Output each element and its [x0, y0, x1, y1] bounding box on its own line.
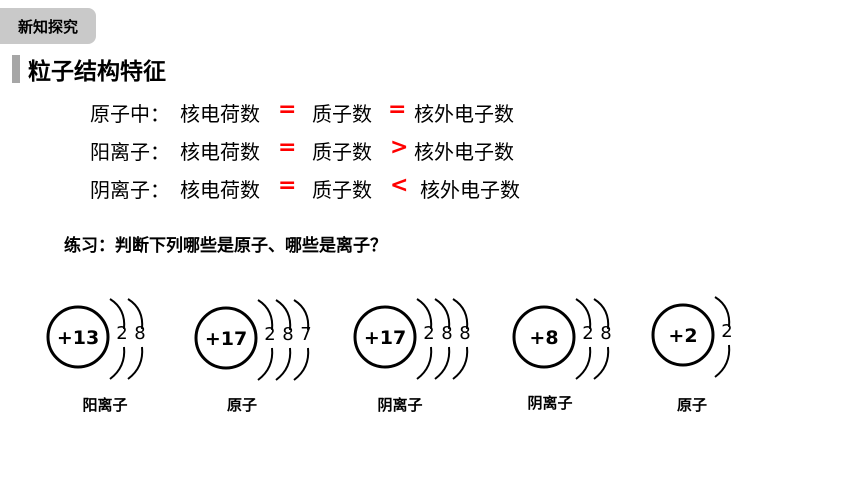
shell-arc: [293, 347, 310, 381]
rule-term-electrons: 核外电子数: [420, 178, 520, 202]
nucleus-charge: +17: [205, 328, 247, 350]
shell-arc: [257, 299, 274, 331]
nucleus-circle: [46, 305, 110, 369]
answer-label: 原子: [226, 396, 258, 414]
shell-arc: [714, 344, 731, 378]
answer-label: 阴离子: [377, 396, 423, 414]
nucleus-circle: [512, 305, 576, 369]
shell-arc: [127, 298, 144, 330]
shell-arc: [452, 298, 469, 330]
shell-arc: [434, 346, 451, 380]
nucleus-circle: [651, 303, 715, 367]
shell-arc: [416, 346, 433, 380]
shell-arc: [257, 347, 274, 381]
shell-arc: [109, 298, 126, 330]
shell-electron-count: 2: [264, 324, 275, 345]
shell-electron-count: 2: [721, 321, 732, 342]
shell-arc: [593, 298, 610, 330]
shell-arc: [593, 346, 610, 380]
nucleus-circle: [194, 306, 258, 370]
rule-operator: >: [390, 135, 409, 160]
rule-term-nuclear-charge: 核电荷数: [180, 102, 260, 126]
rule-term-nuclear-charge: 核电荷数: [180, 140, 260, 164]
rule-term-electrons: 核外电子数: [414, 102, 514, 126]
rule-label: 原子中：: [90, 102, 170, 126]
answer-label: 阴离子: [527, 394, 573, 412]
shell-arc: [714, 296, 731, 328]
shell-arc: [416, 298, 433, 330]
nucleus-charge: +13: [57, 327, 99, 349]
rule-operator: =: [278, 135, 297, 160]
shell-electron-count: 7: [300, 324, 311, 345]
shell-electron-count: 2: [423, 323, 434, 344]
page-title: 粒子结构特征: [28, 59, 166, 85]
rule-term-protons: 质子数: [312, 102, 372, 126]
shell-electron-count: 8: [441, 323, 452, 344]
shell-arc: [275, 299, 292, 331]
rule-term-protons: 质子数: [312, 140, 372, 164]
rule-term-electrons: 核外电子数: [414, 140, 514, 164]
shell-electron-count: 2: [582, 323, 593, 344]
shell-arc: [434, 298, 451, 330]
nucleus-charge: +17: [364, 327, 406, 349]
answer-label: 阳离子: [82, 396, 128, 414]
shell-electron-count: 8: [134, 323, 145, 344]
nucleus-circle: [353, 305, 417, 369]
shell-arc: [275, 347, 292, 381]
shell-electron-count: 2: [116, 323, 127, 344]
shell-arc: [109, 346, 126, 380]
shell-electron-count: 8: [600, 323, 611, 344]
answer-label: 原子: [676, 396, 708, 414]
rule-term-protons: 质子数: [312, 178, 372, 202]
rule-label: 阴离子：: [90, 178, 170, 202]
exercise-question: 练习：判断下列哪些是原子、哪些是离子？: [64, 236, 387, 256]
shell-arc: [575, 346, 592, 380]
shell-arc: [575, 298, 592, 330]
rule-label: 阳离子：: [90, 140, 170, 164]
rule-operator: =: [278, 97, 297, 122]
shell-arc: [293, 299, 310, 331]
nucleus-charge: +8: [529, 327, 558, 349]
nucleus-charge: +2: [668, 325, 697, 347]
section-tag: 新知探究: [0, 8, 96, 44]
atom-structure: +2 2: [651, 296, 733, 378]
title-accent-bar: [12, 55, 20, 83]
shell-electron-count: 8: [282, 324, 293, 345]
shell-arc: [127, 346, 144, 380]
shell-arc: [452, 346, 469, 380]
rule-operator: <: [390, 173, 409, 198]
shell-electron-count: 8: [459, 323, 470, 344]
rule-operator: =: [278, 173, 297, 198]
rule-term-nuclear-charge: 核电荷数: [180, 178, 260, 202]
rule-operator: =: [388, 97, 407, 122]
